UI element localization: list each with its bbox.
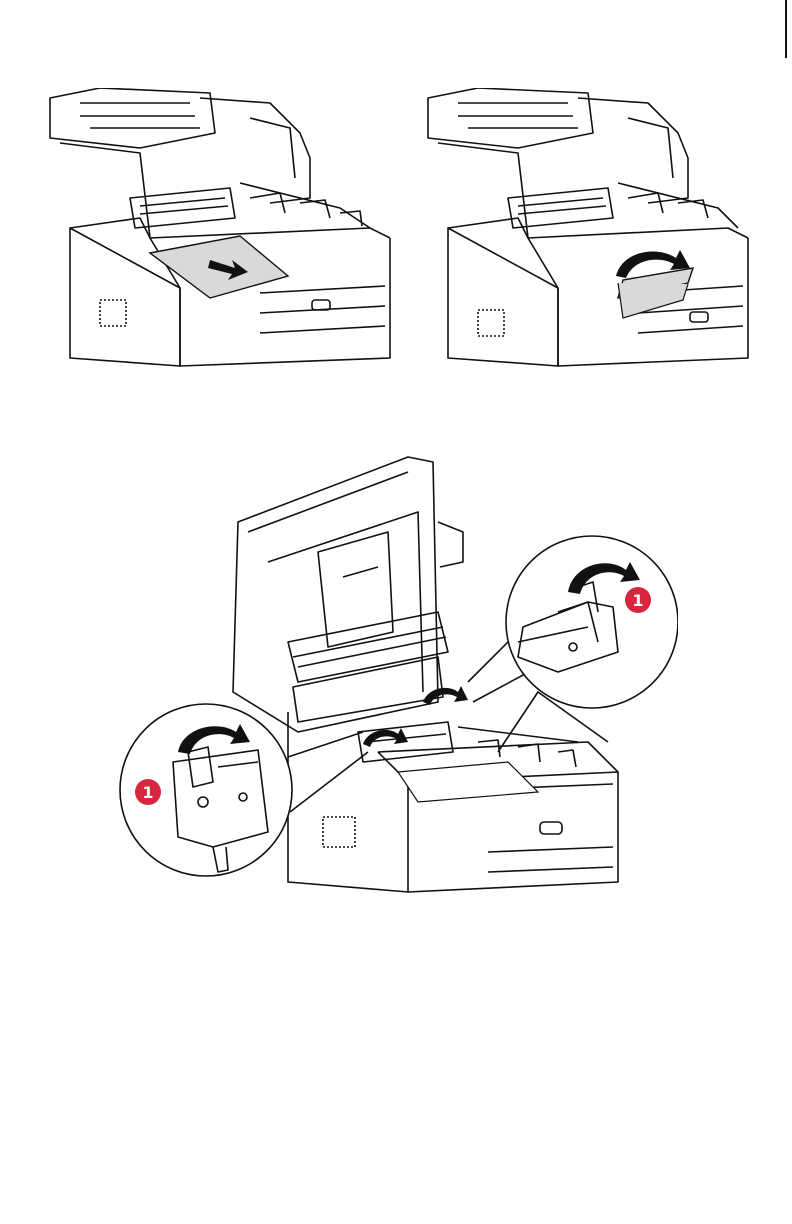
callout-number-left: 1 <box>142 783 153 802</box>
fig-remove-paper-straight <box>40 88 392 368</box>
callout-number-right: 1 <box>632 591 643 610</box>
fig-fuser-levers: 1 1 <box>118 452 678 942</box>
curved-arrow-icon <box>423 686 468 705</box>
callout-badge-left: 1 <box>135 779 161 805</box>
callout-circle-right <box>506 536 678 708</box>
fig-remove-paper-lift <box>418 88 758 368</box>
callout-badge-right: 1 <box>625 587 651 613</box>
